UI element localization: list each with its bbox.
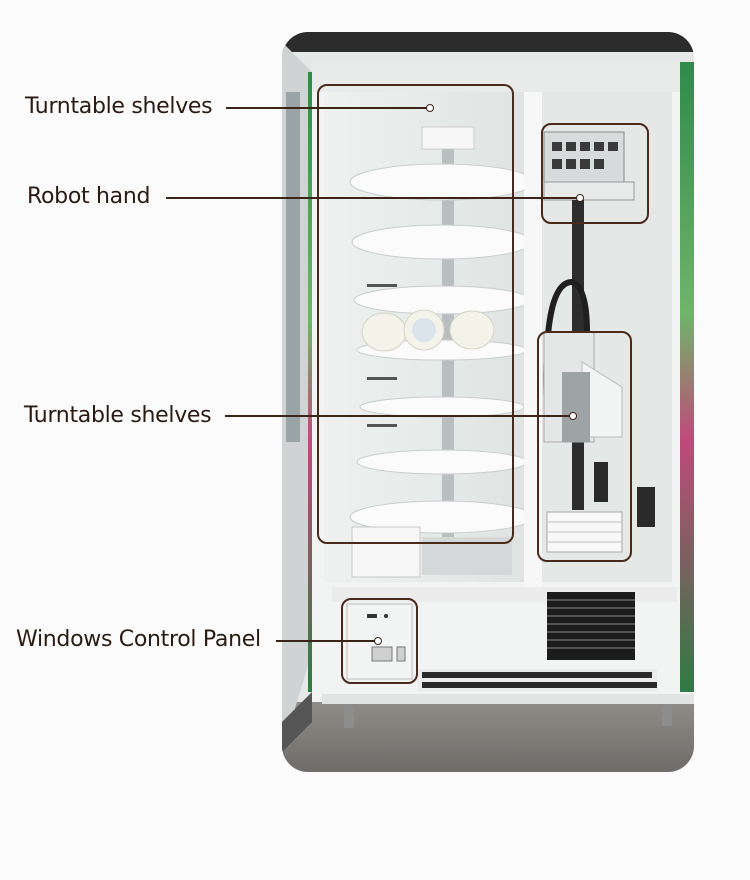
lift-carriage-highlight — [537, 331, 632, 562]
leader-line-control-panel — [276, 640, 378, 642]
leader-line-robot-hand — [166, 197, 579, 199]
callout-label-robot-hand: Robot hand — [27, 184, 151, 209]
callout-dot-robot-hand — [576, 194, 584, 202]
callout-dot-turntable-lower — [569, 412, 577, 420]
leader-line-turntable-top — [226, 107, 428, 109]
callout-dot-control-panel — [374, 637, 382, 645]
machine-photo — [282, 32, 694, 772]
robot-hand-highlight — [541, 123, 649, 224]
leader-line-turntable-lower — [225, 415, 572, 417]
vending-machine-illustration — [282, 32, 694, 772]
callout-label-turntable-shelves-lower: Turntable shelves — [24, 403, 212, 428]
callout-dot-turntable-top — [426, 104, 434, 112]
callout-label-windows-control-panel: Windows Control Panel — [16, 627, 261, 652]
callout-label-turntable-shelves-top: Turntable shelves — [25, 94, 213, 119]
turntable-shelves-highlight — [317, 84, 514, 544]
